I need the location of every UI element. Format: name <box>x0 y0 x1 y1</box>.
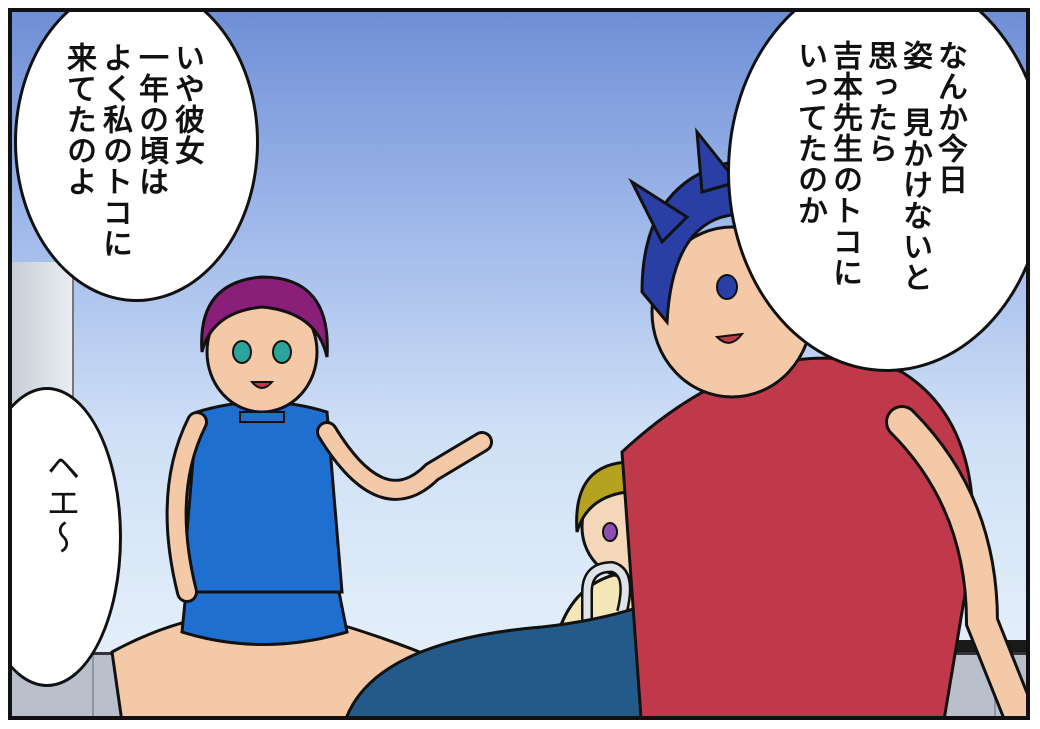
speech-text-small: ヘエ〜 <box>40 450 80 555</box>
speech-text-right: なんか今日 姿 見かけないと 思ったら 吉本先生のトコに いってたのか <box>792 40 967 293</box>
speech-bubble-left <box>14 12 259 302</box>
speech-bubble-right <box>727 12 1026 372</box>
blue-haired-boy <box>345 127 1026 716</box>
speech-text-left: いや彼女 一年の頃は よく私のトコに 来てたのよ <box>61 42 204 259</box>
manga-panel: いや彼女 一年の頃は よく私のトコに 来てたのよ なんか今日 姿 見かけないと … <box>8 8 1030 720</box>
